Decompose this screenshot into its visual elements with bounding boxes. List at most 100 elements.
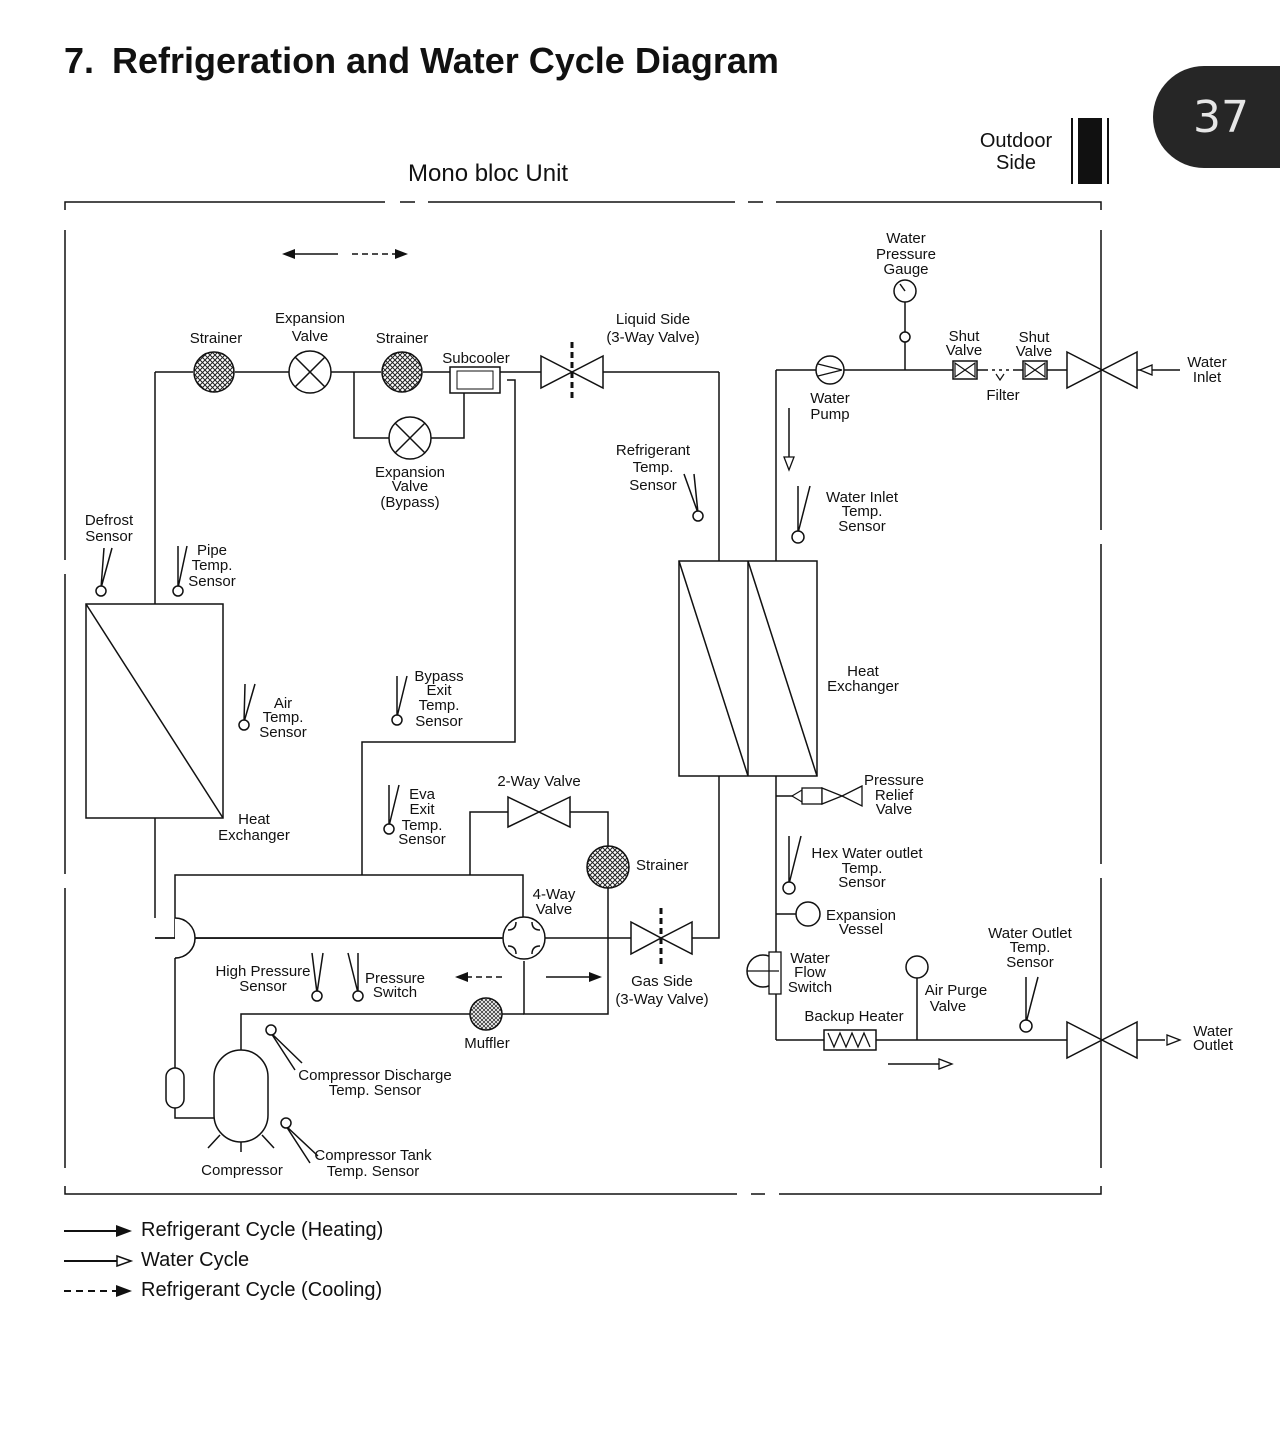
page-title: Refrigeration and Water Cycle Diagram [112,40,779,81]
label-air-heat-exchanger: Heat [238,811,271,828]
flow-direction-arrows-lower [455,972,602,982]
outdoor-side-line2: Side [995,152,1037,174]
diagram-labels: Strainer Expansion Valve Strainer Subcoo… [85,230,1234,1180]
compressor-icon [165,1049,275,1152]
label-refrigerant-sensor: Refrigerant [616,442,691,459]
sensor-probes [95,473,1039,1164]
outdoor-side-label: Outdoor Side [968,130,1064,174]
plate-heat-exchanger-icon [678,560,818,777]
label-refrigerant-sensor: Temp. [633,459,674,476]
page-heading: 7. Refrigeration and Water Cycle Diagram [64,40,779,82]
label-eva-exit-sensor: Sensor [398,831,446,848]
label-pressure-switch: Pressure [365,970,425,987]
label-eva-exit-sensor: Eva [409,786,436,803]
water-inlet-valve-icon [1066,350,1153,390]
label-expansion-vessel: Expansion [826,907,896,924]
label-four-way-valve: Valve [536,901,572,918]
water-flow-switch-icon [746,951,782,995]
unit-title: Mono bloc Unit [408,160,569,187]
label-pipe-sensor: Pipe [197,542,227,559]
label-expansion-valve: Valve [292,328,328,345]
label-liquid-side: Liquid Side [616,311,690,328]
label-expansion-vessel: Vessel [839,921,883,938]
label-strainer: Strainer [190,330,243,347]
label-water-flow-switch: Flow [794,964,826,981]
label-plate-heat-exchanger: Exchanger [827,678,899,695]
label-pressure-relief-valve: Valve [876,801,912,818]
shut-valve-icon [1022,360,1048,380]
label-air-purge-valve: Valve [930,998,966,1015]
liquid-side-valve-icon [540,342,604,398]
label-defrost-sensor: Sensor [85,528,133,545]
flow-direction-arrows [282,249,408,259]
label-four-way-valve: 4-Way [533,886,576,903]
label-strainer: Strainer [636,857,689,874]
unit-boundary [64,201,1102,1195]
section-number: 7. [64,40,95,81]
label-bypass-exit-sensor: Exit [426,682,452,699]
expansion-valve-icon [288,350,332,394]
filter-icon [985,368,1015,382]
label-water-pressure-gauge: Gauge [883,261,928,278]
label-water-pump: Pump [810,406,849,423]
outdoor-side-line1: Outdoor [979,130,1053,152]
label-water-pressure-gauge: Pressure [876,246,936,263]
strainer-icon [381,351,423,393]
pipe-crossover-icon [174,917,196,959]
label-compressor: Compressor [201,1162,283,1179]
label-bypass-valve: Valve [392,478,428,495]
label-gas-side: Gas Side [631,973,693,990]
label-air-sensor: Air [274,695,292,712]
strainer-icon [193,351,235,393]
label-water-flow-switch: Switch [788,979,832,996]
label-air-sensor: Temp. [263,709,304,726]
water-outlet-valve-icon [1066,1020,1182,1060]
label-bypass-exit-sensor: Sensor [415,713,463,730]
label-water-inlet-sensor: Temp. [842,503,883,520]
label-water-inlet-sensor: Sensor [838,518,886,535]
label-gas-side: (3-Way Valve) [615,991,708,1008]
label-bypass-exit-sensor: Bypass [414,668,463,685]
label-shut-valve: Valve [1016,343,1052,360]
label-strainer: Strainer [376,330,429,347]
label-water-inlet-sensor: Water Inlet [826,489,899,506]
label-backup-heater: Backup Heater [804,1008,903,1025]
label-defrost-sensor: Defrost [85,512,134,529]
label-filter: Filter [986,387,1019,404]
label-water-inlet: Water [1187,354,1226,371]
four-way-valve-icon [502,916,546,960]
label-eva-exit-sensor: Exit [409,801,435,818]
gas-side-valve-icon [630,908,693,966]
strainer-icon [586,845,630,889]
water-pump-icon [815,355,845,385]
page-number-tab: 37 [1153,66,1280,168]
solid-filled-arrow-icon [64,1225,132,1237]
air-purge-valve-icon [905,955,929,979]
label-air-purge-valve: Air Purge [925,982,988,999]
label-water-pump: Water [810,390,849,407]
label-refrigerant-sensor: Sensor [629,477,677,494]
label-water-outlet: Outlet [1193,1037,1234,1054]
pressure-relief-valve-icon [790,784,863,808]
expansion-valve-bypass-icon [388,416,432,460]
label-shut-valve: Shut [1019,329,1051,346]
label-pressure-relief-valve: Relief [875,787,914,804]
label-water-outlet: Water [1193,1023,1232,1040]
legend-label: Refrigerant Cycle (Heating) [141,1219,384,1241]
label-water-outlet-sensor: Temp. [1010,939,1051,956]
label-bypass-valve: (Bypass) [380,494,439,511]
dashed-filled-arrow-icon [64,1285,132,1297]
label-plate-heat-exchanger: Heat [847,663,880,680]
label-compressor-discharge-sensor: Compressor Discharge [298,1067,451,1084]
subcooler [449,366,501,394]
label-hex-water-outlet-sensor: Temp. [842,860,883,877]
label-pipe-sensor: Sensor [188,573,236,590]
two-way-valve-icon [507,795,571,829]
legend-label: Refrigerant Cycle (Cooling) [141,1279,383,1301]
expansion-vessel-icon [795,901,821,927]
label-pressure-switch: Switch [373,984,417,1001]
outdoor-side-marker [1071,118,1109,184]
label-high-pressure-sensor: High Pressure [215,963,310,980]
label-expansion-valve: Expansion [275,310,345,327]
label-muffler: Muffler [464,1035,510,1052]
